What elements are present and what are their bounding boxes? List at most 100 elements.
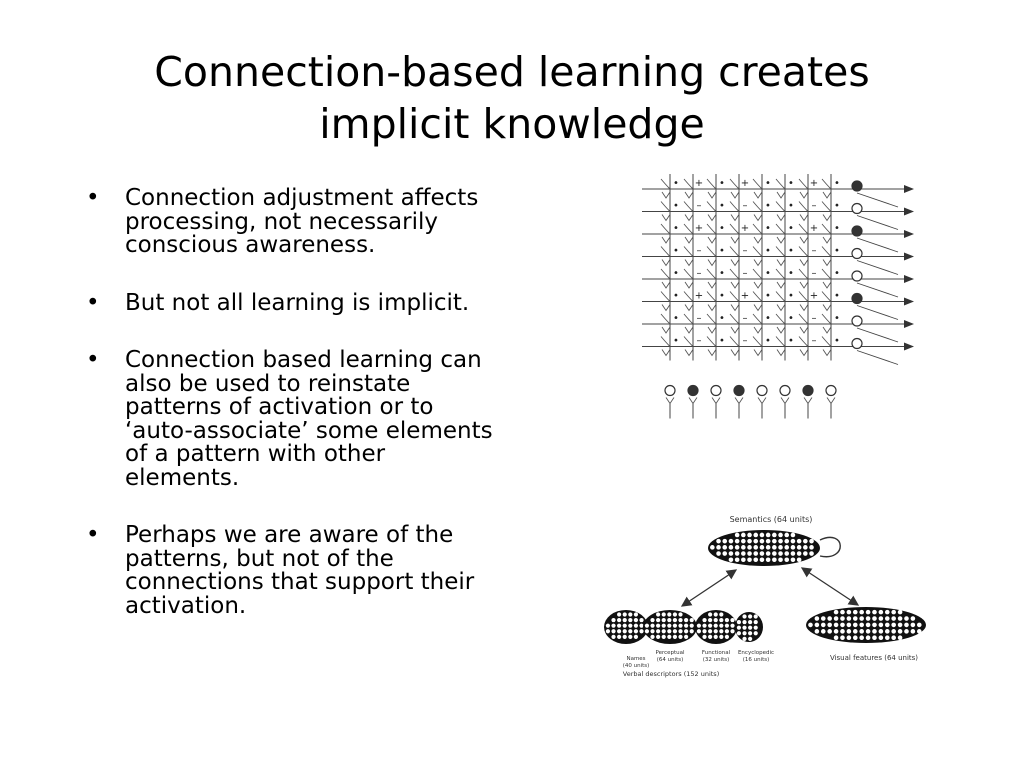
unit-dot bbox=[678, 623, 683, 628]
bullet-text: Connection based learning can also be us… bbox=[125, 347, 493, 491]
unit-dot bbox=[753, 545, 759, 550]
unit-dot bbox=[891, 635, 896, 641]
unit-dot bbox=[878, 629, 884, 634]
unit-dot bbox=[696, 623, 702, 628]
synapse-mark bbox=[661, 236, 671, 244]
bullet-item: •Perhaps we are aware of the patterns, b… bbox=[86, 523, 506, 618]
unit-dot bbox=[778, 532, 783, 538]
unit-dot bbox=[840, 609, 845, 615]
unit-dot bbox=[644, 623, 650, 628]
unit-dot bbox=[702, 634, 707, 639]
unit-dot bbox=[716, 545, 721, 550]
synapse-mark bbox=[776, 191, 786, 199]
unit-dot bbox=[772, 538, 777, 544]
synapse-mark bbox=[706, 313, 717, 325]
unit-dot bbox=[622, 629, 627, 634]
unit-dot bbox=[722, 551, 728, 556]
arrow-right-icon bbox=[904, 252, 914, 261]
unit-dot bbox=[790, 538, 796, 544]
synapse-mark bbox=[707, 326, 717, 334]
unit-dot bbox=[747, 545, 752, 550]
synapse-mark bbox=[661, 259, 671, 267]
unit-dot bbox=[790, 551, 796, 556]
weight-sign: • bbox=[788, 291, 794, 302]
unit-dot bbox=[650, 617, 655, 623]
unit-dot bbox=[910, 629, 916, 634]
synapse-mark bbox=[729, 201, 740, 212]
unit-dot bbox=[840, 616, 845, 621]
unit-dot bbox=[728, 551, 734, 556]
weight-sign: – bbox=[697, 336, 702, 347]
unit-dot bbox=[722, 538, 728, 544]
semantics-layer bbox=[708, 530, 841, 566]
unit-dot bbox=[702, 629, 707, 634]
unit-dot bbox=[678, 634, 683, 639]
synapse-mark bbox=[660, 268, 671, 280]
weight-sign: – bbox=[812, 201, 817, 212]
unit-dot bbox=[846, 629, 852, 634]
synapse-mark bbox=[660, 201, 671, 212]
input-unit bbox=[687, 384, 699, 397]
unit-dot bbox=[678, 629, 683, 634]
synapse-mark bbox=[730, 236, 740, 244]
unit-dot bbox=[765, 545, 771, 550]
unit-dot bbox=[852, 609, 858, 615]
unit-dot bbox=[728, 538, 734, 544]
output-unit bbox=[851, 180, 863, 192]
synapse-mark bbox=[821, 246, 832, 257]
unit-dot bbox=[672, 623, 678, 628]
unit-dot bbox=[765, 551, 771, 556]
output-unit bbox=[851, 270, 863, 282]
unit-dot bbox=[622, 623, 627, 628]
unit-dot bbox=[741, 545, 746, 550]
unit-dot bbox=[904, 622, 909, 628]
synapse-mark bbox=[799, 304, 809, 312]
synapse-mark bbox=[730, 326, 740, 334]
unit-dot bbox=[827, 629, 832, 634]
feedback-line bbox=[856, 215, 899, 230]
unit-dot bbox=[808, 622, 813, 628]
weight-sign: • bbox=[719, 268, 725, 279]
weight-sign: – bbox=[697, 313, 702, 324]
unit-dot bbox=[859, 616, 864, 621]
synapse-mark bbox=[752, 201, 763, 212]
bullet-item: •Connection adjustment affects processin… bbox=[86, 186, 506, 258]
unit-dot bbox=[796, 551, 802, 556]
unit-dot bbox=[678, 612, 683, 617]
unit-dot bbox=[702, 617, 707, 623]
synapse-mark bbox=[775, 178, 786, 190]
weight-sign: • bbox=[719, 201, 725, 212]
unit-dot bbox=[859, 635, 864, 641]
synapse-mark bbox=[730, 259, 740, 267]
verbal-group bbox=[735, 612, 763, 642]
synapse-mark bbox=[822, 259, 832, 267]
unit-dot bbox=[753, 551, 759, 556]
unit-dot bbox=[865, 609, 871, 615]
unit-dot bbox=[734, 551, 740, 556]
synapse-mark bbox=[798, 336, 809, 347]
unit-dot bbox=[833, 616, 839, 621]
unit-dot bbox=[724, 629, 730, 634]
unit-dot bbox=[639, 617, 644, 623]
synapse-mark bbox=[661, 349, 671, 357]
arrow-right-icon bbox=[904, 185, 914, 193]
unit-dot bbox=[872, 629, 877, 634]
unit-dot bbox=[650, 623, 655, 628]
weight-sign: • bbox=[788, 201, 794, 212]
unit-dot bbox=[734, 538, 740, 544]
unit-dot bbox=[633, 617, 639, 623]
unit-dot bbox=[748, 631, 753, 636]
synapse-mark bbox=[711, 397, 721, 405]
unit-dot bbox=[741, 557, 746, 563]
weight-signs: •+•+••+••–•–••–••+•+••+••–•–••–••–•–••–•… bbox=[673, 178, 840, 347]
unit-dot bbox=[784, 545, 790, 550]
unit-dot bbox=[734, 557, 740, 563]
unit-dot bbox=[667, 634, 672, 639]
synapse-mark bbox=[822, 191, 832, 199]
synapse-mark bbox=[730, 349, 740, 357]
synapse-mark bbox=[729, 313, 740, 325]
unit-dot bbox=[628, 634, 633, 639]
synapse-mark bbox=[821, 223, 832, 235]
feedback-line bbox=[856, 192, 899, 208]
verbal-descriptor-groups bbox=[604, 610, 763, 644]
